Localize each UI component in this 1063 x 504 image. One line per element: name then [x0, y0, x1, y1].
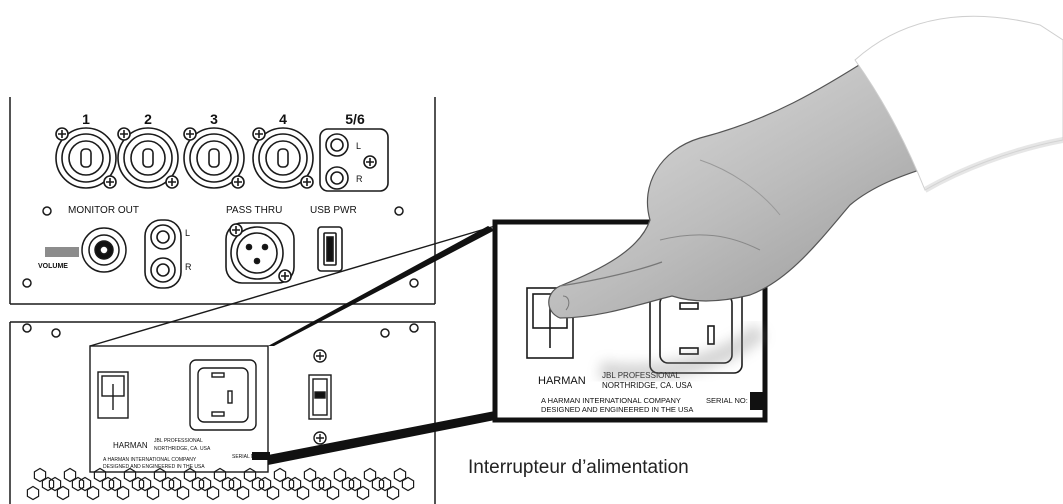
- vent-hole: [243, 467, 257, 483]
- company-large: A HARMAN INTERNATIONAL COMPANY: [541, 396, 681, 405]
- vent-hole: [273, 467, 287, 483]
- vent-hole: [26, 485, 40, 501]
- monitor-l-label: L: [185, 228, 190, 238]
- harman-logo-small: HARMAN: [113, 441, 148, 450]
- power-switch-caption: Interrupteur d’alimentation: [468, 457, 689, 478]
- usb-pwr-label: USB PWR: [310, 205, 357, 216]
- zoom-connectors: [89, 225, 496, 465]
- vent-hole: [48, 476, 62, 492]
- panel-screw-hole: [394, 206, 404, 216]
- panel-screw-hole: [22, 278, 32, 288]
- pass-thru-xlr: [225, 222, 295, 284]
- maker-line1-small: JBL PROFESSIONAL: [154, 438, 203, 444]
- combo-jack-4: [252, 127, 314, 189]
- monitor-r-label: R: [185, 262, 192, 272]
- vent-hole: [288, 476, 302, 492]
- volume-label: VOLUME: [38, 263, 68, 270]
- monitor-out-label: MONITOR OUT: [68, 205, 139, 216]
- pass-thru-label: PASS THRU: [226, 205, 282, 216]
- monitor-out-jacks: [144, 219, 182, 289]
- pointing-hand-illustration: [548, 0, 1063, 382]
- channel-56-label: 5/6: [345, 111, 365, 127]
- vent-hole: [348, 476, 362, 492]
- vent-hole: [63, 467, 77, 483]
- vent-hole: [198, 476, 212, 492]
- designed-large: DESIGNED AND ENGINEERED IN THE USA: [541, 405, 693, 414]
- maker-line2-small: NORTHRIDGE, CA. USA: [154, 446, 211, 452]
- vent-hole: [363, 467, 377, 483]
- usb-power-port: [317, 226, 343, 272]
- vent-hole: [393, 467, 407, 483]
- company-small: A HARMAN INTERNATIONAL COMPANY: [103, 457, 197, 463]
- vent-hole: [333, 467, 347, 483]
- vent-hole: [168, 476, 182, 492]
- panel-screw-hole: [409, 278, 419, 288]
- combo-jack-3: [183, 127, 245, 189]
- vent-hole: [33, 467, 47, 483]
- combo-jack-2: [117, 127, 179, 189]
- serial-large: SERIAL NO:: [706, 396, 748, 405]
- power-panel: [9, 321, 436, 504]
- channel-3-label: 3: [210, 111, 218, 127]
- harman-logo-large: HARMAN: [538, 375, 586, 387]
- serial-tag-small: [252, 452, 270, 460]
- vent-hole: [378, 476, 392, 492]
- vent-hole: [303, 467, 317, 483]
- rca-5-6-jacks: [319, 128, 389, 192]
- input-panel: [9, 97, 436, 305]
- vent-hole: [93, 467, 107, 483]
- vent-grille: [26, 467, 415, 501]
- serial-small: SERIAL NO:: [232, 454, 260, 460]
- vent-hole: [108, 476, 122, 492]
- power-plate-small: [89, 345, 269, 473]
- serial-tag-large: [750, 392, 764, 410]
- combo-jack-1: [55, 127, 117, 189]
- rca-l-label: L: [356, 141, 361, 151]
- rca-r-label: R: [356, 174, 363, 184]
- channel-4-label: 4: [279, 111, 287, 127]
- vent-hole: [78, 476, 92, 492]
- panel-screw-hole: [42, 206, 52, 216]
- channel-1-label: 1: [82, 111, 90, 127]
- vent-hole: [318, 476, 332, 492]
- vent-hole: [123, 467, 137, 483]
- channel-2-label: 2: [144, 111, 152, 127]
- vent-hole: [213, 467, 227, 483]
- vent-hole: [258, 476, 272, 492]
- vent-hole: [183, 467, 197, 483]
- vent-hole: [153, 467, 167, 483]
- side-switch: [308, 349, 332, 445]
- volume-knob: [45, 227, 127, 273]
- vent-hole: [138, 476, 152, 492]
- vent-hole: [228, 476, 242, 492]
- designed-small: DESIGNED AND ENGINEERED IN THE USA: [103, 464, 205, 470]
- maker-line2-large: NORTHRIDGE, CA. USA: [602, 381, 693, 390]
